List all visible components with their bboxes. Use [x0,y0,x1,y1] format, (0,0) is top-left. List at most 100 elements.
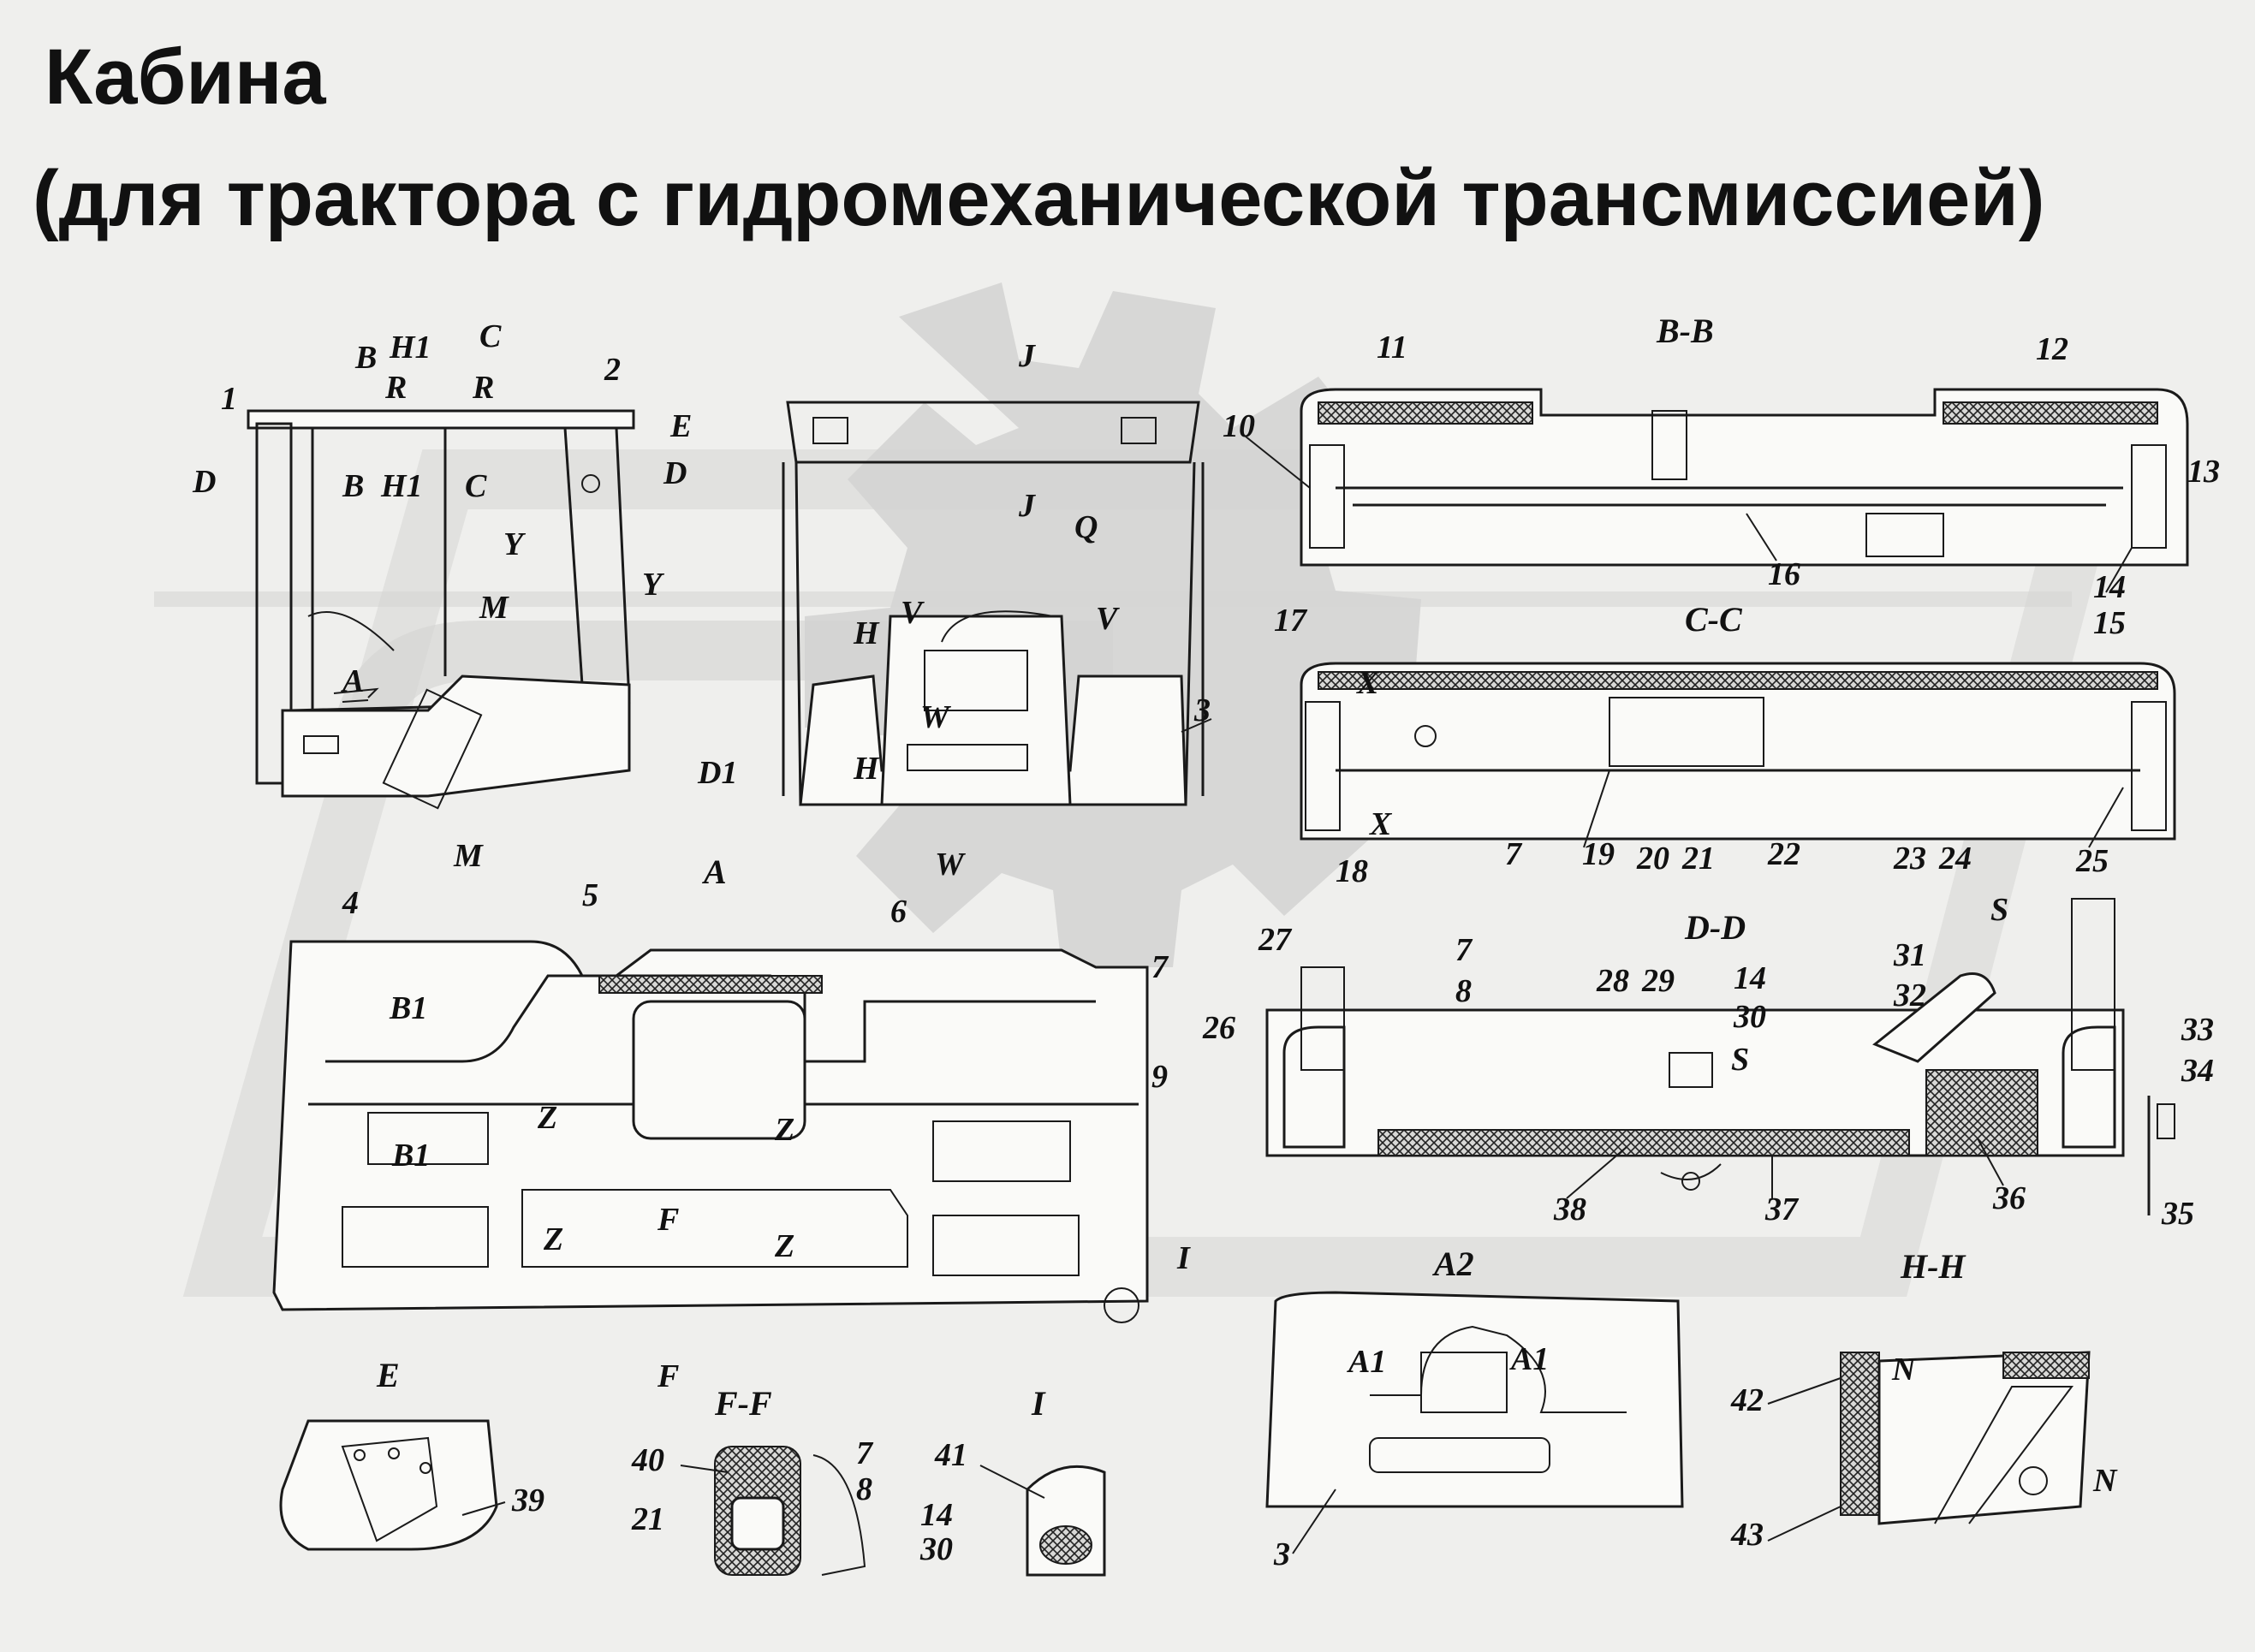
marker-c: C [479,318,502,354]
callout-12: 12 [2036,331,2068,367]
callout-39: 39 [511,1483,544,1518]
marker-m2: M [453,838,484,874]
view-a2 [1265,1291,1684,1508]
callout-16: 16 [1768,556,1800,592]
marker-b: B [354,340,377,376]
callout-26: 26 [1202,1010,1235,1046]
callout-28: 28 [1596,963,1629,999]
callout-25: 25 [2075,843,2109,879]
callout-27: 27 [1258,922,1293,958]
marker-n: N [1891,1352,1917,1388]
marker-m: M [479,590,509,626]
callout-14c: 14 [920,1497,953,1533]
marker-b2: B [342,468,364,504]
leader-lines [461,436,2133,1554]
callout-7b: 7 [1505,836,1523,872]
callout-24: 24 [1938,841,1972,877]
cab-side-view [247,409,635,810]
marker-w: W [920,699,952,735]
marker-b1b: B1 [391,1138,430,1174]
callout-36: 36 [1992,1180,2026,1216]
callout-8: 8 [1455,973,1472,1009]
section-a-panel [272,940,1149,1323]
callout-3: 3 [1193,692,1211,728]
callout-41: 41 [934,1437,967,1473]
callout-42: 42 [1730,1382,1764,1418]
callout-10: 10 [1223,408,1255,444]
callout-21: 21 [1681,841,1715,877]
callout-37: 37 [1764,1191,1800,1227]
callout-7: 7 [1151,949,1169,985]
callout-30b: 30 [919,1531,953,1567]
marker-d: D [192,464,216,500]
page-subtitle: (для трактора с гидромеханической трансм… [33,155,2045,242]
marker-h2: H [853,751,880,787]
section-header-a2: A2 [1431,1245,1474,1283]
marker-y2: Y [642,567,665,603]
marker-j: J [1018,338,1036,374]
marker-a: A [341,663,364,699]
callout-19: 19 [1582,836,1615,872]
callout-35: 35 [2161,1196,2194,1232]
marker-z4: Z [774,1228,794,1264]
callout-2: 2 [604,352,621,388]
marker-s: S [1990,892,2008,928]
marker-c2: C [465,468,487,504]
callout-6: 6 [890,894,907,930]
marker-j2: J [1018,488,1036,524]
callout-9: 9 [1151,1059,1168,1095]
callout-4: 4 [342,885,359,921]
callout-30: 30 [1733,999,1766,1035]
marker-r: R [384,370,407,406]
marker-r2: R [472,370,494,406]
callout-1: 1 [221,381,237,417]
marker-q: Q [1074,509,1098,545]
marker-a1b: A1 [1509,1341,1549,1377]
marker-e: E [669,408,692,444]
view-i [1026,1465,1106,1577]
marker-x: X [1356,665,1380,701]
marker-v: V [901,595,925,631]
marker-a1: A1 [1347,1344,1386,1380]
view-e [279,1419,498,1551]
callout-22: 22 [1767,836,1800,872]
marker-s2: S [1731,1042,1749,1078]
marker-w2: W [935,847,967,882]
callout-40: 40 [631,1442,664,1478]
marker-z2: Z [774,1112,794,1148]
callout-38: 38 [1553,1191,1586,1227]
callout-8b: 8 [856,1471,872,1507]
marker-h1: H1 [389,330,431,365]
section-header-cc: C-C [1685,600,1743,639]
callout-17: 17 [1274,603,1308,639]
marker-f2: F [657,1358,679,1394]
marker-h: H [853,615,880,651]
marker-x2: X [1369,806,1393,842]
callout-43: 43 [1730,1517,1764,1553]
marker-n2: N [2092,1463,2118,1499]
section-header-hh: H-H [1900,1247,1966,1286]
marker-i: I [1176,1240,1191,1276]
section-b-b [1300,388,2189,567]
callout-15: 15 [2093,605,2126,641]
callout-29: 29 [1641,963,1675,999]
section-header-bb: B-B [1656,312,1714,350]
callout-31: 31 [1893,937,1926,973]
callout-7c: 7 [1455,932,1473,968]
section-header-ff: F-F [714,1384,772,1423]
callout-7d: 7 [856,1435,874,1471]
callout-numbers: 1 2 3 3 4 5 6 7 7 7 7 8 8 9 10 11 12 13 … [221,330,2220,1572]
callout-34: 34 [2181,1053,2214,1089]
callout-21b: 21 [631,1501,664,1537]
marker-y: Y [503,526,527,562]
callout-23: 23 [1893,841,1926,877]
callout-3b: 3 [1273,1536,1290,1572]
callout-14b: 14 [1734,960,1766,996]
marker-h1b: H1 [380,468,423,504]
callout-5: 5 [582,877,598,913]
marker-b1: B1 [389,990,427,1026]
section-header-a: A [701,853,727,891]
callout-13: 13 [2187,454,2220,490]
marker-d2: D [663,455,687,491]
